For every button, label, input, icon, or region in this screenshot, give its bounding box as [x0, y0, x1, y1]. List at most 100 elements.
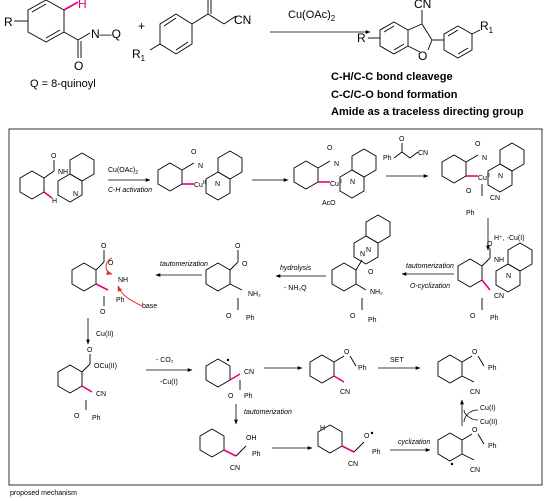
svg-text:Ph: Ph — [488, 365, 497, 372]
reagent1-label: Cu(OAc)2 — [108, 167, 138, 176]
product-o-label: O — [418, 49, 427, 63]
reagent-label: Cu(OAc)2 — [288, 9, 336, 23]
mechanism-row-3: O OCu(II) CN O Ph - CO₂ -Cu(I) CN O Ph O… — [57, 347, 497, 422]
svg-text:N: N — [360, 251, 365, 258]
product-benzofuran: O CN R R1 — [357, 0, 494, 63]
ketone-r1-label: R1 — [132, 47, 146, 63]
lactone-intermediate: O O NH Ph O base — [71, 243, 157, 316]
reactant-h-label: H — [78, 0, 87, 11]
svg-text:CN: CN — [470, 389, 480, 396]
svg-text:OCu(II): OCu(II) — [94, 363, 117, 370]
tautomerization-2: tautomerization — [160, 261, 208, 268]
svg-text:O: O — [100, 309, 106, 316]
svg-text:CN: CN — [490, 195, 500, 202]
svg-text:NH₂: NH₂ — [370, 289, 383, 296]
svg-text:NH: NH — [58, 169, 68, 176]
imino-isochromene: N N O NH₂ O Ph — [331, 214, 391, 324]
product-cn-label: CN — [414, 0, 431, 11]
svg-text:N: N — [350, 179, 355, 186]
reactant-benzamide: H O N—Q R — [4, 0, 121, 73]
highlight-3: Amide as a traceless directing group — [331, 106, 524, 118]
step-ch-activation: C-H activation — [108, 187, 152, 194]
highlight-1: C-H/C-C bond cleavege — [331, 71, 453, 83]
svg-text:CN: CN — [96, 391, 106, 398]
ketone-o-label: O — [205, 0, 214, 3]
svg-text:O: O — [51, 153, 57, 160]
svg-text:NH: NH — [494, 257, 504, 264]
minus-co2: - CO₂ — [156, 357, 174, 364]
svg-text:CuII: CuII — [194, 180, 206, 189]
svg-text:Ph: Ph — [466, 210, 475, 217]
mechanism-row-1: H O NH N Cu(OAc)2 C-H activation O N CuI… — [19, 136, 525, 251]
svg-text:O: O — [364, 433, 370, 440]
copper-carboxylate: O OCu(II) CN O Ph — [57, 347, 117, 422]
svg-text:AcO: AcO — [322, 200, 336, 207]
svg-text:CN: CN — [244, 369, 254, 376]
cu2-reagent: Cu(II) — [96, 331, 114, 338]
svg-text:CN: CN — [348, 461, 358, 468]
svg-text:Ph: Ph — [383, 155, 392, 162]
svg-text:N: N — [334, 161, 339, 168]
oxygen-radical: H CN O Ph — [317, 424, 381, 468]
minus-nh2q: - NH₂Q — [284, 285, 307, 292]
base-label: base — [142, 303, 157, 310]
overall-reaction: H O N—Q R Q = 8-quinoyl + O CN R1 — [4, 0, 524, 118]
q-definition: Q = 8-quinoyl — [30, 78, 96, 90]
svg-text:Ph: Ph — [372, 449, 381, 456]
svg-text:O: O — [242, 261, 248, 268]
svg-text:O: O — [368, 269, 374, 276]
cupracycle-1: O N CuII N — [157, 149, 243, 201]
svg-text:O: O — [472, 427, 478, 434]
svg-text:CN: CN — [494, 293, 504, 300]
svg-text:Ph: Ph — [116, 297, 125, 304]
o-cyclization: O-cyclization — [410, 283, 450, 290]
svg-text:O: O — [344, 349, 350, 356]
svg-text:Ph: Ph — [92, 415, 101, 422]
svg-text:NH₂: NH₂ — [248, 291, 261, 298]
minus-cu1: -Cu(I) — [160, 379, 178, 386]
svg-text:CN: CN — [230, 465, 240, 472]
cu1-regen: Cu(I) — [480, 405, 496, 412]
svg-text:CN: CN — [470, 467, 480, 474]
substrate-amide: H O NH N — [19, 152, 95, 205]
svg-text:N: N — [215, 181, 220, 188]
tautomerization-1: tautomerization — [406, 263, 454, 270]
reactant-nhq-label: N—Q — [91, 27, 121, 41]
svg-text:O: O — [470, 313, 476, 320]
svg-text:O: O — [475, 141, 481, 148]
tautomerization-3: tautomerization — [244, 409, 292, 416]
mechanism-row-2: O O NH Ph O base tautomerization O O NH₂… — [71, 214, 533, 324]
highlight-2: C-C/C-O bond formation — [331, 89, 458, 101]
dihydrobenzofuran-radical: O Ph CN — [309, 349, 367, 396]
svg-text:N: N — [73, 191, 78, 198]
svg-text:OH: OH — [246, 435, 257, 442]
svg-text:Ph: Ph — [252, 451, 261, 458]
hydrolysis-label: hydrolysis — [280, 265, 312, 272]
enol-radical: CN OH Ph — [199, 428, 261, 472]
ketone-cn-label: CN — [234, 13, 251, 27]
svg-text:O: O — [487, 241, 493, 248]
svg-text:O: O — [399, 136, 405, 143]
aryl-radical: CN O Ph — [205, 358, 254, 400]
svg-text:Ph: Ph — [368, 317, 377, 324]
mechanism-row-4: CN OH Ph H CN O Ph cyclization O Ph CN — [199, 424, 497, 474]
svg-text:O: O — [228, 393, 234, 400]
svg-text:N: N — [366, 247, 371, 254]
svg-text:CN: CN — [418, 150, 428, 157]
svg-text:H: H — [320, 425, 325, 432]
plus-sign: + — [138, 19, 145, 33]
svg-text:O: O — [466, 188, 472, 195]
reactant-r-label: R — [4, 15, 13, 29]
svg-text:N: N — [198, 163, 203, 170]
h-cu-label: H⁺, -Cu(I) — [494, 235, 525, 242]
svg-text:Ph: Ph — [488, 443, 497, 450]
svg-text:N: N — [498, 173, 503, 180]
svg-text:H: H — [52, 198, 57, 205]
svg-text:O: O — [472, 349, 478, 356]
reactant-o-label: O — [74, 59, 83, 73]
svg-text:N: N — [506, 273, 511, 280]
svg-text:Ph: Ph — [246, 315, 255, 322]
amide-ketonitrile: O NH N CN O Ph — [457, 241, 533, 322]
svg-text:O: O — [235, 243, 241, 250]
